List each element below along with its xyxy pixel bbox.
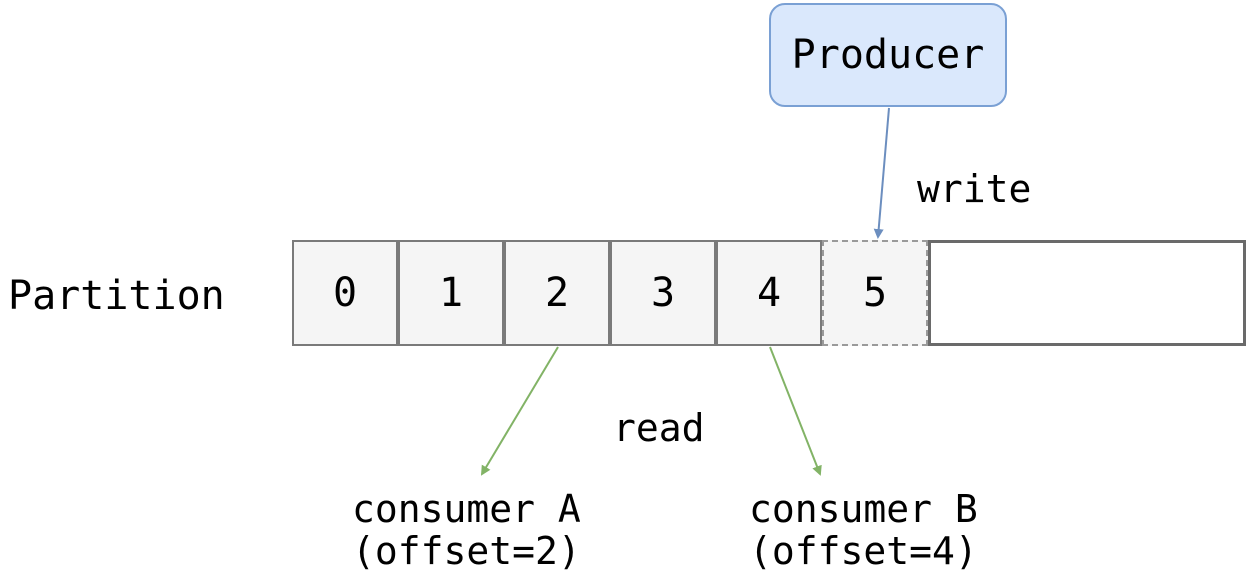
producer-node: Producer (769, 3, 1007, 107)
partition-label: Partition (8, 273, 225, 319)
partition-empty-space (928, 240, 1246, 346)
consumer-a: consumer A (offset=2) (352, 488, 581, 572)
write-arrow (873, 107, 890, 239)
read-arrow-consumer-b (769, 346, 822, 476)
producer-label: Producer (791, 32, 985, 78)
partition-cell-4: 4 (716, 240, 822, 346)
consumer-b-name: consumer B (749, 487, 978, 531)
read-arrow-consumer-a (480, 346, 559, 476)
partition-cell-1: 1 (398, 240, 504, 346)
consumer-a-name: consumer A (352, 487, 581, 531)
consumer-a-offset: (offset=2) (352, 529, 581, 573)
consumer-b-offset: (offset=4) (749, 529, 978, 573)
partition-cell-3: 3 (610, 240, 716, 346)
partition-cell-2: 2 (504, 240, 610, 346)
read-label: read (613, 406, 705, 450)
partition-cell-0: 0 (292, 240, 398, 346)
consumer-b: consumer B (offset=4) (749, 488, 978, 572)
write-label: write (917, 167, 1032, 211)
partition-cell-5-pending: 5 (822, 240, 928, 346)
